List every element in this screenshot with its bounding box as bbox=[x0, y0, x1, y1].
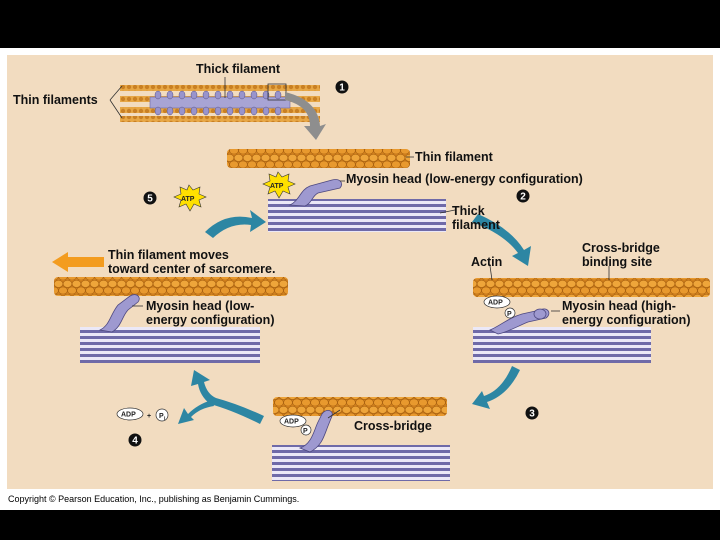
thin-filament-top bbox=[227, 149, 410, 168]
pi-text-right: P bbox=[507, 311, 512, 318]
pi-text-bottom: P bbox=[303, 428, 308, 435]
plus-text: + bbox=[147, 413, 151, 420]
step4-arrow-branch bbox=[178, 400, 214, 424]
thin-filament-bottom bbox=[273, 397, 447, 416]
label-thin-filaments: Thin filaments bbox=[13, 93, 98, 107]
myosin-head-top bbox=[288, 179, 342, 207]
adp-text-right: ADP bbox=[488, 300, 503, 307]
adp-text-bottom: ADP bbox=[284, 419, 299, 426]
thick-filament-bottom bbox=[272, 445, 450, 481]
svg-text:5: 5 bbox=[147, 194, 153, 205]
sarcomere-overview bbox=[109, 77, 320, 122]
direction-arrow bbox=[52, 252, 104, 272]
step2-arrow bbox=[472, 214, 531, 266]
step-badge-4: 4 bbox=[128, 433, 142, 447]
state-left bbox=[54, 277, 288, 363]
thick-filament-left bbox=[80, 327, 260, 363]
svg-text:4: 4 bbox=[132, 436, 138, 447]
label-thick-filament-top: Thick filament bbox=[196, 62, 281, 76]
step5-arrow bbox=[205, 210, 266, 238]
step4-arrow bbox=[191, 370, 264, 424]
adp-badge-bottom bbox=[279, 414, 312, 436]
step-badge-5: 5 bbox=[143, 191, 157, 205]
svg-text:3: 3 bbox=[529, 409, 535, 420]
atp-text-left: ATP bbox=[181, 196, 195, 203]
atp-text-top: ATP bbox=[270, 183, 284, 190]
label-actin: Actin bbox=[471, 255, 503, 269]
step-badge-2: 2 bbox=[516, 189, 530, 203]
atp-burst-left bbox=[173, 184, 207, 212]
thin-filament-left bbox=[54, 277, 288, 296]
label-myosin-head-low-left: Myosin head (low- energy configuration) bbox=[146, 299, 275, 327]
label-myosin-head-low-top: Myosin head (low-energy configuration) bbox=[346, 172, 583, 186]
myosin-head-bottom bbox=[298, 410, 333, 453]
thin-filament-right bbox=[473, 278, 710, 297]
step3-arrow bbox=[472, 366, 520, 409]
zoom-arrow bbox=[285, 92, 326, 140]
adp-badge-right bbox=[483, 295, 516, 319]
label-cross-bridge: Cross-bridge bbox=[354, 419, 432, 433]
label-thin-filament: Thin filament bbox=[415, 150, 493, 164]
label-cross-bridge-site: Cross-bridge binding site bbox=[582, 241, 660, 269]
state-right bbox=[473, 265, 710, 363]
state-bottom bbox=[272, 397, 450, 481]
adp-released bbox=[116, 407, 169, 422]
step-badge-1: 1 bbox=[335, 80, 349, 94]
pi-sub-released: i bbox=[164, 416, 166, 422]
adp-text-released: ADP bbox=[121, 412, 136, 419]
state-top bbox=[227, 149, 456, 232]
copyright-notice: Copyright © Pearson Education, Inc., pub… bbox=[8, 494, 300, 504]
label-myosin-head-high: Myosin head (high- energy configuration) bbox=[562, 299, 691, 327]
atp-burst-top bbox=[262, 171, 296, 199]
label-thin-moves: Thin filament moves toward center of sar… bbox=[108, 248, 276, 276]
label-thick-filament-mid: Thick filament bbox=[452, 204, 500, 232]
svg-text:1: 1 bbox=[339, 83, 345, 94]
myosin-head-left bbox=[98, 294, 140, 333]
step-badge-3: 3 bbox=[525, 406, 539, 420]
svg-text:2: 2 bbox=[520, 192, 526, 203]
pi-text-released: P bbox=[159, 413, 164, 420]
